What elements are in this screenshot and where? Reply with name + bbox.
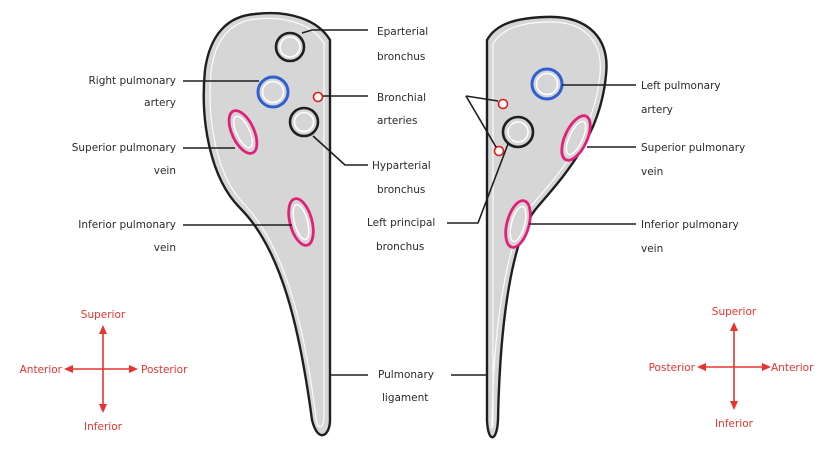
svg-text:Superior pulmonary: Superior pulmonary (72, 142, 176, 154)
right-bronchial-artery (312, 91, 324, 103)
compass-left-superior: Superior (81, 309, 126, 321)
svg-text:vein: vein (641, 166, 663, 178)
label-hyparterial-bronchus: Hyparterial bronchus (372, 160, 431, 196)
label-bronchial-arteries: Bronchial arteries (377, 92, 426, 127)
compass-left-inferior: Inferior (84, 421, 123, 433)
svg-text:ligament: ligament (382, 392, 428, 404)
right-pulmonary-artery (256, 75, 290, 109)
leader-lines (183, 29, 636, 376)
label-inferior-pulmonary-vein-right: Inferior pulmonary vein (78, 219, 176, 254)
svg-text:Inferior pulmonary: Inferior pulmonary (78, 219, 176, 231)
right-inferior-pulmonary-vein (287, 197, 315, 247)
svg-text:vein: vein (641, 243, 663, 255)
svg-text:Bronchial: Bronchial (377, 92, 426, 104)
label-left-pulmonary-artery: Left pulmonary artery (641, 80, 721, 116)
compass-left-anterior: Anterior (20, 364, 63, 376)
svg-text:vein: vein (154, 165, 176, 177)
compass-left: Superior Inferior Anterior Posterior (20, 309, 188, 433)
svg-text:Pulmonary: Pulmonary (378, 369, 434, 381)
svg-text:vein: vein (154, 242, 176, 254)
svg-text:bronchus: bronchus (377, 51, 425, 63)
label-right-pulmonary-artery: Right pulmonary artery (89, 75, 177, 109)
svg-text:artery: artery (144, 97, 176, 109)
label-superior-pulmonary-vein-left: Superior pulmonary vein (641, 142, 745, 178)
svg-text:bronchus: bronchus (376, 241, 424, 253)
left-superior-pulmonary-vein (560, 114, 592, 162)
svg-text:Left pulmonary: Left pulmonary (641, 80, 721, 92)
svg-text:Right pulmonary: Right pulmonary (89, 75, 177, 87)
left-bronchial-artery-upper (497, 98, 509, 110)
compass-right-anterior: Anterior (771, 362, 814, 374)
svg-text:Hyparterial: Hyparterial (372, 160, 431, 172)
svg-text:Eparterial: Eparterial (377, 26, 428, 38)
label-inferior-pulmonary-vein-left: Inferior pulmonary vein (641, 219, 739, 255)
eparterial-bronchus (274, 31, 306, 63)
right-superior-pulmonary-vein (227, 109, 259, 155)
label-eparterial-bronchus: Eparterial bronchus (377, 26, 428, 63)
svg-text:bronchus: bronchus (377, 184, 425, 196)
svg-text:Left principal: Left principal (367, 217, 435, 229)
compass-right: Superior Inferior Posterior Anterior (649, 306, 814, 430)
left-pulmonary-artery (530, 67, 564, 101)
left-principal-bronchus (501, 115, 535, 149)
compass-right-superior: Superior (712, 306, 757, 318)
left-lung-root (485, 15, 608, 439)
label-superior-pulmonary-vein-right: Superior pulmonary vein (72, 142, 176, 177)
hyparterial-bronchus (288, 106, 320, 138)
svg-text:artery: artery (641, 104, 673, 116)
compass-right-posterior: Posterior (649, 362, 696, 374)
svg-text:Inferior pulmonary: Inferior pulmonary (641, 219, 739, 231)
left-inferior-pulmonary-vein (504, 199, 532, 249)
compass-left-posterior: Posterior (141, 364, 188, 376)
svg-text:arteries: arteries (377, 115, 418, 127)
right-lung-root (202, 12, 332, 437)
label-left-principal-bronchus: Left principal bronchus (367, 217, 435, 253)
left-bronchial-artery-lower (493, 145, 505, 157)
compass-right-inferior: Inferior (715, 418, 754, 430)
label-pulmonary-ligament: Pulmonary ligament (378, 369, 434, 404)
svg-text:Superior pulmonary: Superior pulmonary (641, 142, 745, 154)
